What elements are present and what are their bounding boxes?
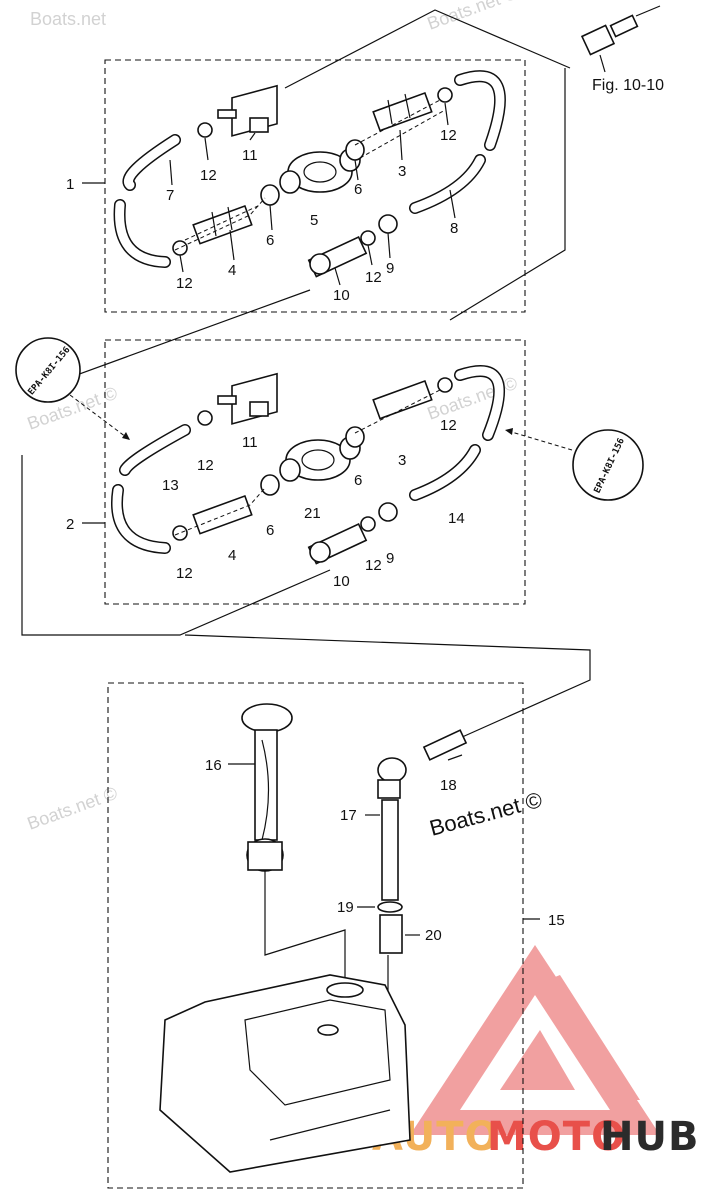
label-8: 8 [450, 220, 458, 237]
watermark-text: Boats.net © [425, 0, 520, 34]
tank-callout: 15 [548, 912, 565, 929]
label-14: 14 [448, 510, 465, 527]
watermark-text: Boats.net © [25, 783, 120, 834]
label-3: 3 [398, 452, 406, 469]
label-13: 13 [162, 477, 179, 494]
label-6: 6 [266, 232, 274, 249]
label-10: 10 [333, 573, 350, 590]
label-21: 21 [304, 505, 321, 522]
label-11: 11 [242, 434, 258, 451]
figure-reference-label: Fig. 10-10 [592, 77, 664, 94]
label-18: 18 [440, 777, 457, 794]
label-9: 9 [386, 550, 394, 567]
label-6: 6 [266, 522, 274, 539]
assembly-2-callout: 2 [66, 516, 74, 533]
assembly-2-box [104, 339, 526, 605]
watermark-text: Boats.net [30, 9, 106, 29]
label-4: 4 [228, 262, 236, 279]
label-6: 6 [354, 181, 362, 198]
assembly-1-callout: 1 [66, 176, 74, 193]
label-12: 12 [365, 557, 382, 574]
label-12: 12 [440, 127, 457, 144]
label-17: 17 [340, 807, 357, 824]
label-12: 12 [440, 417, 457, 434]
label-5: 5 [310, 212, 318, 229]
epa-badge-left: EPA-K8I-156 [15, 337, 81, 403]
label-16: 16 [205, 757, 222, 774]
label-7: 7 [166, 187, 174, 204]
fig-ref-connector-icon [580, 5, 661, 73]
brand-text-moto: MOTO [487, 1114, 626, 1160]
label-4: 4 [228, 547, 236, 564]
epa-badge-right: EPA-K8I-156 [572, 429, 644, 501]
label-9: 9 [386, 260, 394, 277]
label-12: 12 [200, 167, 217, 184]
label-20: 20 [425, 927, 442, 944]
brand-logo: AUTO MOTO HUB [372, 945, 699, 1160]
label-12: 12 [176, 275, 193, 292]
brand-text-hub: HUB [600, 1114, 699, 1160]
tank-assembly-group: 15 16 18 17 19 20 [107, 682, 565, 1189]
assembly-1-group: 1 [66, 59, 526, 313]
watermark-main: Boats.net © [427, 787, 545, 841]
label-11: 11 [242, 147, 258, 164]
label-12: 12 [176, 565, 193, 582]
label-12: 12 [197, 457, 214, 474]
label-3: 3 [398, 163, 406, 180]
assembly-2-group: 2 11 12 12 13 3 6 21 [66, 339, 526, 605]
assembly-1-box [104, 59, 526, 313]
label-19: 19 [337, 899, 354, 916]
label-12: 12 [365, 269, 382, 286]
label-10: 10 [333, 287, 350, 304]
label-6: 6 [354, 472, 362, 489]
